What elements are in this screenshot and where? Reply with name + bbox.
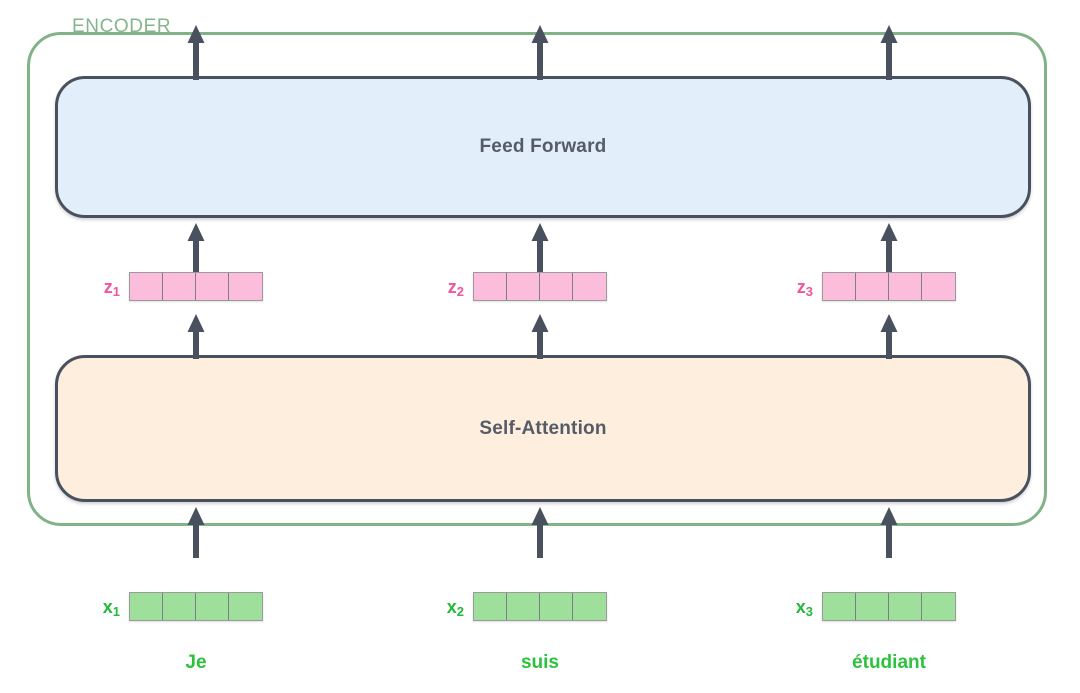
vector-cell [889,273,922,300]
vector-cell [922,273,955,300]
vector-cell [540,593,573,620]
vector-cell [573,593,606,620]
vector-cell [130,273,163,300]
vector-cell [922,593,955,620]
x-vector-2: x2 [447,592,607,621]
vector-cell [229,273,262,300]
feed-forward-input-arrow-2 [529,222,551,280]
input-word-2: suis [520,652,560,673]
z-vector-label-2: z2 [447,276,464,299]
vector-cell [540,273,573,300]
vector-cell [856,593,889,620]
vector-cell [507,273,540,300]
vector-cell [823,593,856,620]
self-attention-output-arrow-1 [185,313,207,359]
vector-cell [474,273,507,300]
encoder-input-arrow-1 [185,506,207,558]
encoder-output-arrow-3 [878,24,900,80]
vector-cells [129,272,263,301]
encoder-input-arrow-3 [878,506,900,558]
x-vector-3: x3 [796,592,956,621]
vector-cell [889,593,922,620]
self-attention-label: Self-Attention [479,417,607,439]
vector-cells [129,592,263,621]
encoder-output-arrow-1 [185,24,207,80]
feed-forward-input-arrow-1 [185,222,207,280]
vector-cell [823,273,856,300]
vector-cell [196,593,229,620]
z-vector-3: z3 [797,272,956,301]
encoder-input-arrow-2 [529,506,551,558]
encoder-output-arrow-2 [529,24,551,80]
x-vector-label-3: x3 [795,596,813,619]
feed-forward-label: Feed Forward [479,136,607,157]
vector-cells [473,592,607,621]
input-word-1: Je [185,652,207,673]
feed-forward-layer: Feed Forward [55,76,1031,218]
vector-cell [130,593,163,620]
vector-cell [474,593,507,620]
vector-cell [196,273,229,300]
encoder-label: ENCODER [72,16,172,37]
vector-cell [163,273,196,300]
self-attention-output-arrow-2 [529,313,551,359]
x-vector-label-1: x1 [102,596,120,619]
z-vector-label-3: z3 [796,276,813,299]
vector-cell [856,273,889,300]
z-vector-1: z1 [104,272,263,301]
vector-cells [822,592,956,621]
x-vector-label-2: x2 [446,596,464,619]
vector-cells [473,272,607,301]
input-word-3: étudiant [852,652,926,673]
x-vector-1: x1 [103,592,263,621]
self-attention-output-arrow-3 [878,313,900,359]
z-vector-2: z2 [448,272,607,301]
self-attention-layer: Self-Attention [55,355,1031,502]
vector-cell [573,273,606,300]
z-vector-label-1: z1 [103,276,120,299]
vector-cell [163,593,196,620]
vector-cell [229,593,262,620]
vector-cell [507,593,540,620]
vector-cells [822,272,956,301]
feed-forward-input-arrow-3 [878,222,900,280]
